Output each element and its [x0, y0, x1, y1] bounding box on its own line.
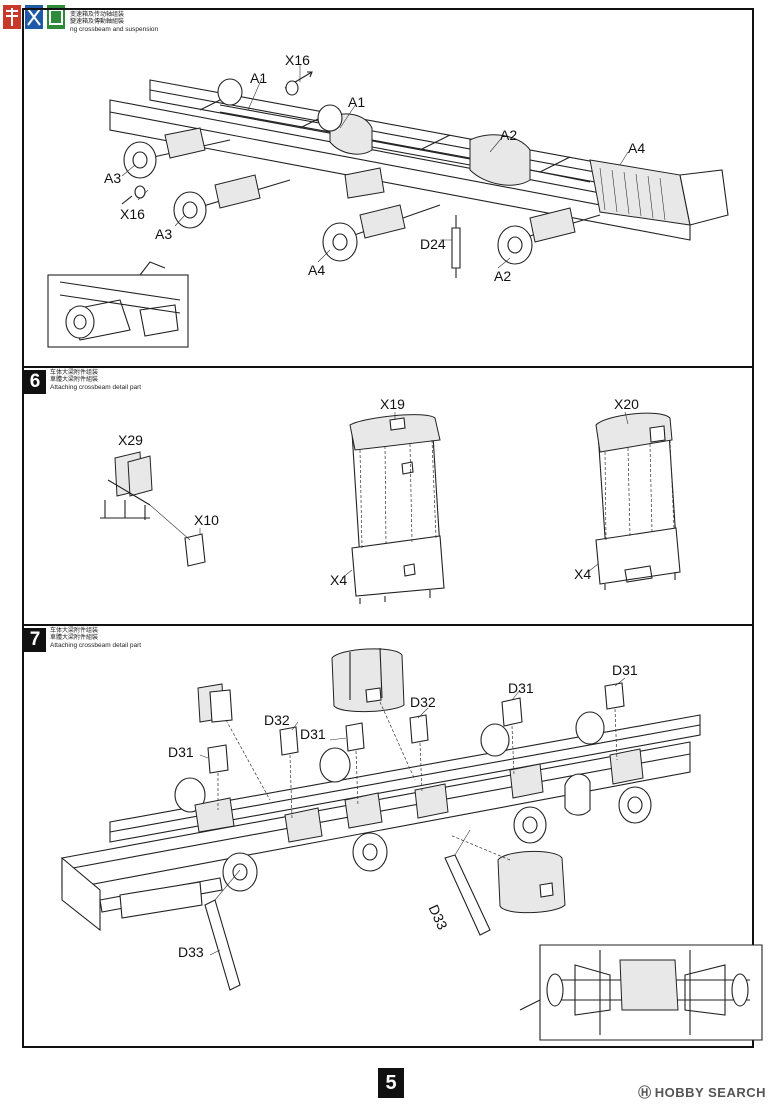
divider-step-7: [22, 624, 754, 626]
step-6-caption-cn-2: 車體大梁附件組裝: [50, 377, 99, 383]
part-label-x20: X20: [614, 396, 639, 412]
watermark-logo-icon: Ⓗ: [638, 1085, 652, 1100]
watermark: Ⓗ HOBBY SEARCH: [638, 1082, 766, 1101]
step-7-caption: 车体大梁附件组装 車體大梁附件組裝 Attaching crossbeam de…: [50, 628, 141, 649]
step-5-caption-en: ng crossbeam and suspension: [70, 26, 159, 33]
step-5-caption-cn-1: 变速箱及传动轴组装: [70, 12, 125, 18]
site-logo: [3, 5, 65, 29]
part-label-a4: A4: [308, 262, 326, 278]
step-6-parts-drawing: [100, 411, 681, 604]
step-7-number: 7: [24, 628, 46, 652]
step-7-caption-en: Attaching crossbeam detail part: [50, 642, 142, 649]
step-5-chassis-drawing: [47, 64, 729, 348]
step-7-caption-cn-2: 車體大梁附件組裝: [50, 635, 99, 641]
part-label-x16: X16: [285, 52, 310, 68]
part-label-a3: A3: [104, 170, 122, 186]
part-label-x4: X4: [330, 572, 348, 588]
part-label-a1: A1: [250, 70, 268, 86]
step-6-caption: 车体大梁附件组装 車體大梁附件組裝 Attaching crossbeam de…: [50, 370, 141, 391]
part-label-d31: D31: [300, 726, 326, 742]
part-label-a4: A4: [628, 140, 646, 156]
step-6-caption-cn-1: 车体大梁附件组装: [50, 370, 99, 376]
part-label-x19: X19: [380, 396, 405, 412]
part-label-d31: D31: [612, 662, 638, 678]
part-label-a1: A1: [348, 94, 366, 110]
part-label-d33: D33: [178, 944, 204, 960]
part-label-d31: D31: [168, 744, 194, 760]
part-label-x4: X4: [574, 566, 592, 582]
part-label-d32: D32: [264, 712, 290, 728]
step-7-assembly-drawing: [61, 647, 763, 1041]
part-label-x16: X16: [120, 206, 145, 222]
part-label-a3: A3: [155, 226, 173, 242]
part-label-d24: D24: [420, 236, 446, 252]
step-7-caption-cn-1: 车体大梁附件组装: [50, 628, 99, 634]
page-number: 5: [378, 1068, 404, 1098]
part-label-x29: X29: [118, 432, 143, 448]
step-5-caption: 变速箱及传动轴组装 變速箱及傳動軸組裝 ng crossbeam and sus…: [70, 12, 158, 33]
part-label-a2: A2: [500, 127, 518, 143]
part-label-x10: X10: [194, 512, 219, 528]
step-5-caption-cn-2: 變速箱及傳動軸組裝: [70, 19, 125, 25]
part-label-a2: A2: [494, 268, 512, 284]
step-6-number: 6: [24, 370, 46, 394]
part-label-d31: D31: [508, 680, 534, 696]
divider-step-6: [22, 366, 754, 368]
step-6-caption-en: Attaching crossbeam detail part: [50, 384, 142, 391]
watermark-text: HOBBY SEARCH: [654, 1085, 766, 1100]
page-frame: [22, 8, 754, 1048]
part-label-d32: D32: [410, 694, 436, 710]
